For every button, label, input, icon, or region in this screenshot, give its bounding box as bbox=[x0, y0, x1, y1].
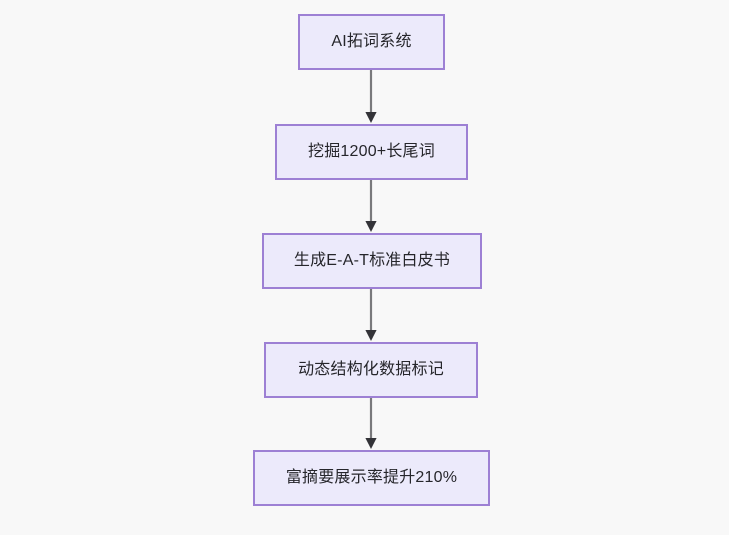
flow-edge-2-arrow-icon bbox=[365, 180, 377, 232]
flow-node-label: 富摘要展示率提升210% bbox=[285, 469, 458, 487]
flow-node-label: 生成E-A-T标准白皮书 bbox=[293, 252, 451, 270]
flow-node-ai-keyword-system[interactable]: AI拓词系统 bbox=[298, 14, 445, 70]
flow-node-label: 挖掘1200+长尾词 bbox=[308, 143, 435, 161]
flow-edge-3-arrow-icon bbox=[365, 289, 377, 341]
flow-edge-1-arrow-icon bbox=[365, 70, 377, 123]
flow-edge-4-arrow-icon bbox=[365, 398, 377, 449]
flow-node-generate-eat-whitepaper[interactable]: 生成E-A-T标准白皮书 bbox=[262, 233, 482, 289]
flow-node-label: 动态结构化数据标记 bbox=[298, 361, 444, 379]
flow-node-dynamic-structured-data-markup[interactable]: 动态结构化数据标记 bbox=[264, 342, 478, 398]
flow-node-label: AI拓词系统 bbox=[331, 33, 412, 51]
flow-node-mine-longtail-keywords[interactable]: 挖掘1200+长尾词 bbox=[275, 124, 468, 180]
flow-node-rich-snippet-rate-increase[interactable]: 富摘要展示率提升210% bbox=[253, 450, 490, 506]
